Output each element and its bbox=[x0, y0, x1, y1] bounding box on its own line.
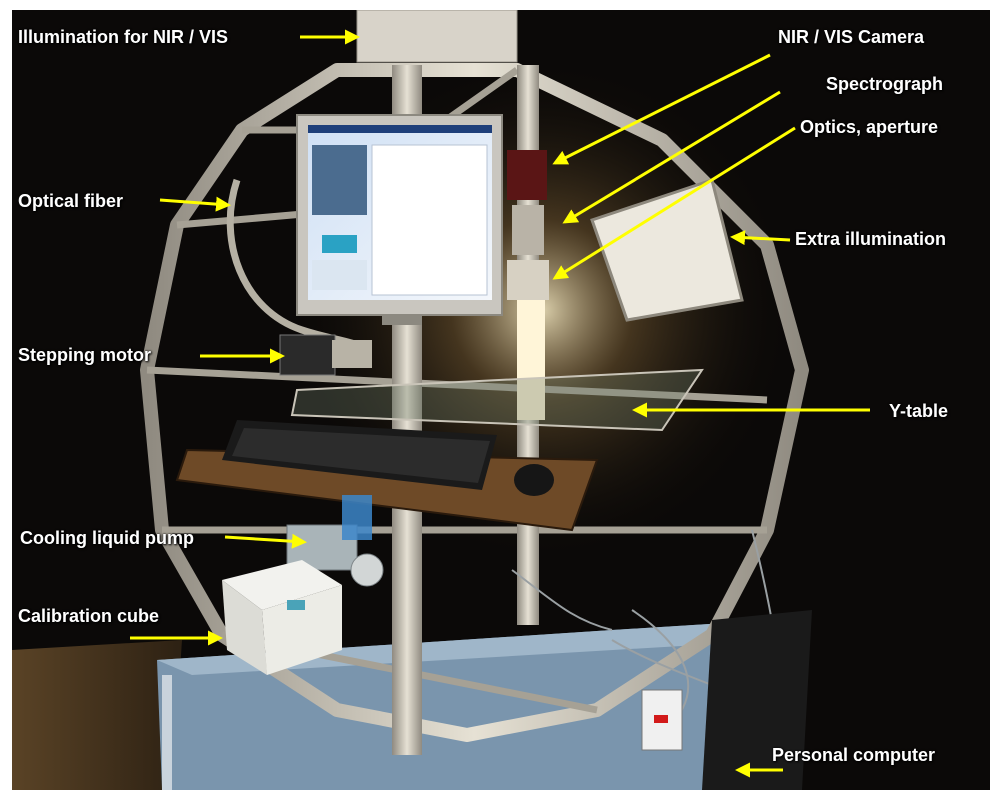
label-y-table: Y-table bbox=[889, 401, 949, 421]
label-optics: Optics, aperture bbox=[800, 117, 939, 137]
label-camera: NIR / VIS Camera bbox=[778, 27, 925, 47]
stepping-motor bbox=[279, 334, 336, 376]
monitor bbox=[296, 114, 503, 325]
mouse bbox=[514, 464, 554, 496]
label-extra-illumination: Extra illumination bbox=[795, 229, 947, 249]
label-cooling-pump: Cooling liquid pump bbox=[20, 528, 194, 548]
label-illumination: Illumination for NIR / VIS bbox=[18, 27, 229, 47]
label-optical-fiber: Optical fiber bbox=[18, 191, 124, 211]
keyboard bbox=[222, 420, 497, 490]
label-stepping-motor: Stepping motor bbox=[18, 345, 151, 365]
base-cabinet bbox=[157, 620, 782, 790]
calibration-cube bbox=[222, 560, 342, 675]
label-calibration-cube: Calibration cube bbox=[18, 606, 160, 626]
illumination-box bbox=[356, 10, 518, 63]
camera-stack bbox=[507, 150, 549, 420]
label-spectrograph: Spectrograph bbox=[826, 74, 944, 94]
y-table-glass bbox=[290, 368, 704, 432]
personal-computer bbox=[702, 610, 812, 790]
power-switch bbox=[654, 715, 668, 723]
motor-coupling bbox=[332, 340, 372, 368]
label-personal-computer: Personal computer bbox=[772, 745, 936, 765]
